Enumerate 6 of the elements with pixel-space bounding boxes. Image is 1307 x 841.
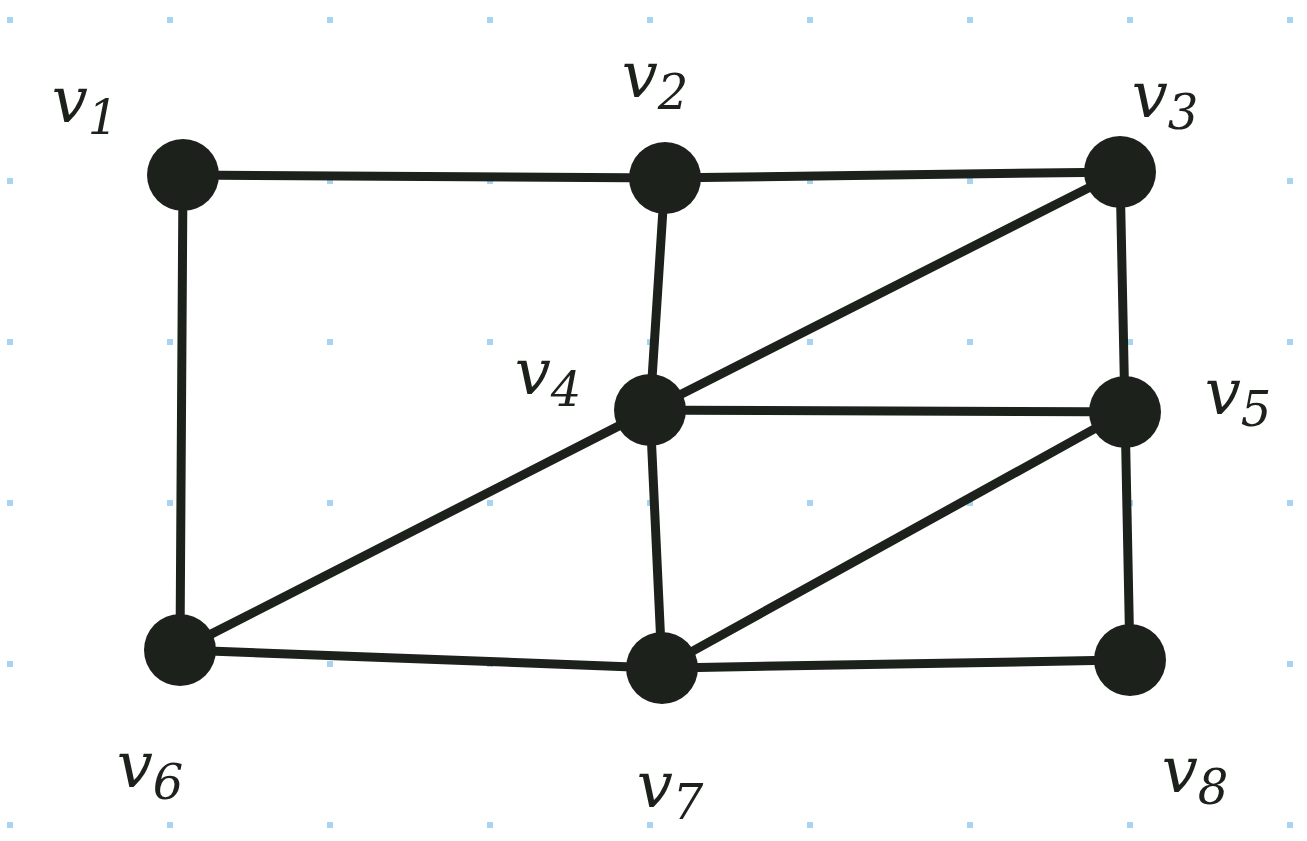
vertex-label: v$_{4}$ <box>514 340 582 404</box>
vertex-label: v$_{1}$ <box>51 68 119 132</box>
graph-edge <box>689 424 1098 656</box>
vertex-label: v$_{2}$ <box>621 43 689 107</box>
graph-edge <box>207 421 623 639</box>
vertex-label: v$_{7}$ <box>636 753 704 817</box>
